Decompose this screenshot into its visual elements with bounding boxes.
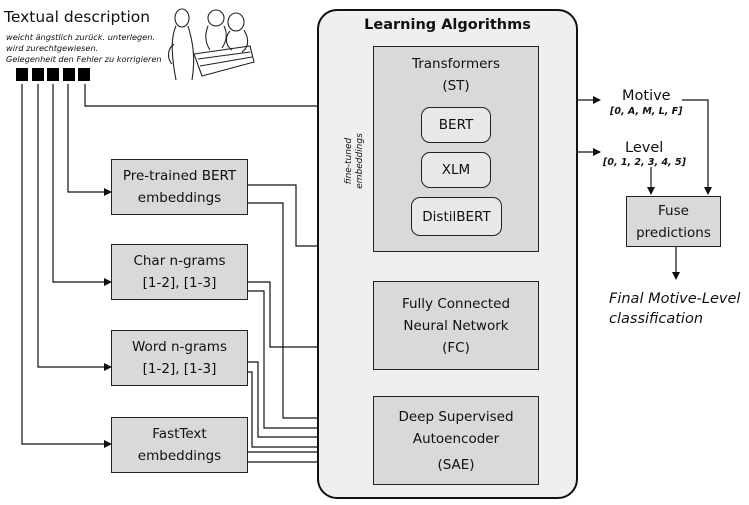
sample-line-3: Gelegenheit den Fehler zu korrigieren (6, 54, 162, 64)
fully-connected-nn-box: Fully Connected Neural Network (FC) (373, 281, 539, 370)
token-square (16, 68, 28, 81)
final-line2: classification (609, 311, 704, 327)
fine-tuned-embeddings-label: fine-tuned embeddings (344, 106, 366, 216)
level-label: Level (625, 140, 664, 156)
token-to-char-ngrams-arrow (52, 84, 112, 286)
distilbert-model-box: DistilBERT (411, 197, 502, 236)
token-to-transformers-arrow (84, 84, 372, 110)
token-to-word-ngrams-arrow (37, 84, 112, 371)
embeddings-label: embeddings (355, 133, 365, 189)
feature-sublabel: [1-2], [1-3] (142, 361, 217, 377)
word-ngrams-to-sae-arrow (248, 371, 372, 451)
fc-abbr: (FC) (442, 339, 470, 356)
input-sample-text: weicht ängstlich zurück. unterlegen. wir… (6, 32, 162, 65)
token-square (31, 68, 44, 81)
fc-line1: Fully Connected (401, 295, 511, 312)
word-ngrams-box: Word n-grams [1-2], [1-3] (111, 330, 248, 386)
fine-tuned-label: fine-tuned (344, 137, 354, 185)
input-title: Textual description (4, 8, 151, 26)
sae-line2: Autoencoder (412, 430, 500, 447)
transformers-title: Transformers (411, 56, 501, 72)
sae-abbr: (SAE) (437, 456, 475, 473)
sae-line1: Deep Supervised (398, 408, 514, 425)
char-ngrams-box: Char n-grams [1-2], [1-3] (111, 244, 248, 300)
transformers-abbr: (ST) (442, 78, 470, 94)
final-line1: Final Motive-Level (609, 291, 741, 307)
level-values: [0, 1, 2, 3, 4, 5] (603, 157, 686, 168)
xlm-model-box: XLM (421, 152, 491, 188)
fuse-line2: predictions (636, 224, 711, 241)
token-sequence (16, 68, 96, 84)
fuse-predictions-box: Fuse predictions (626, 196, 721, 247)
motive-label: Motive (622, 88, 671, 104)
feature-label: Char n-grams (133, 253, 226, 269)
feature-sublabel: embeddings (137, 448, 222, 464)
bert-model-box: BERT (421, 107, 491, 143)
feature-label: Word n-grams (132, 339, 227, 355)
motive-values: [0, A, M, L, F] (610, 106, 683, 117)
token-square (78, 68, 90, 81)
motive-to-fuse-arrow (682, 99, 712, 195)
feature-sublabel: embeddings (137, 190, 222, 206)
fuse-line1: Fuse (658, 202, 689, 219)
fasttext-embeddings-box: FastText embeddings (111, 417, 248, 473)
deep-supervised-autoencoder-box: Deep Supervised Autoencoder (SAE) (373, 396, 539, 485)
sample-line-2: wird zurechtgewiesen. (6, 43, 99, 53)
feature-label: Pre-trained BERT (122, 168, 237, 184)
children-drawing-picture-icon (167, 8, 255, 81)
word-ngrams-to-fc-arrow (248, 361, 372, 441)
token-to-bert-embeddings-arrow (67, 84, 112, 196)
learning-algorithms-title: Learning Algorithms (364, 17, 531, 33)
token-square (62, 68, 75, 81)
token-to-fasttext-arrow (21, 84, 112, 448)
final-classification-label: Final Motive-Level classification (609, 289, 740, 329)
feature-sublabel: [1-2], [1-3] (142, 275, 217, 291)
feature-label: FastText (152, 426, 207, 442)
token-square (47, 68, 59, 81)
sample-line-1: weicht ängstlich zurück. unterlegen. (6, 32, 156, 42)
fc-line2: Neural Network (403, 317, 509, 334)
pretrained-bert-embeddings-box: Pre-trained BERT embeddings (111, 159, 248, 215)
